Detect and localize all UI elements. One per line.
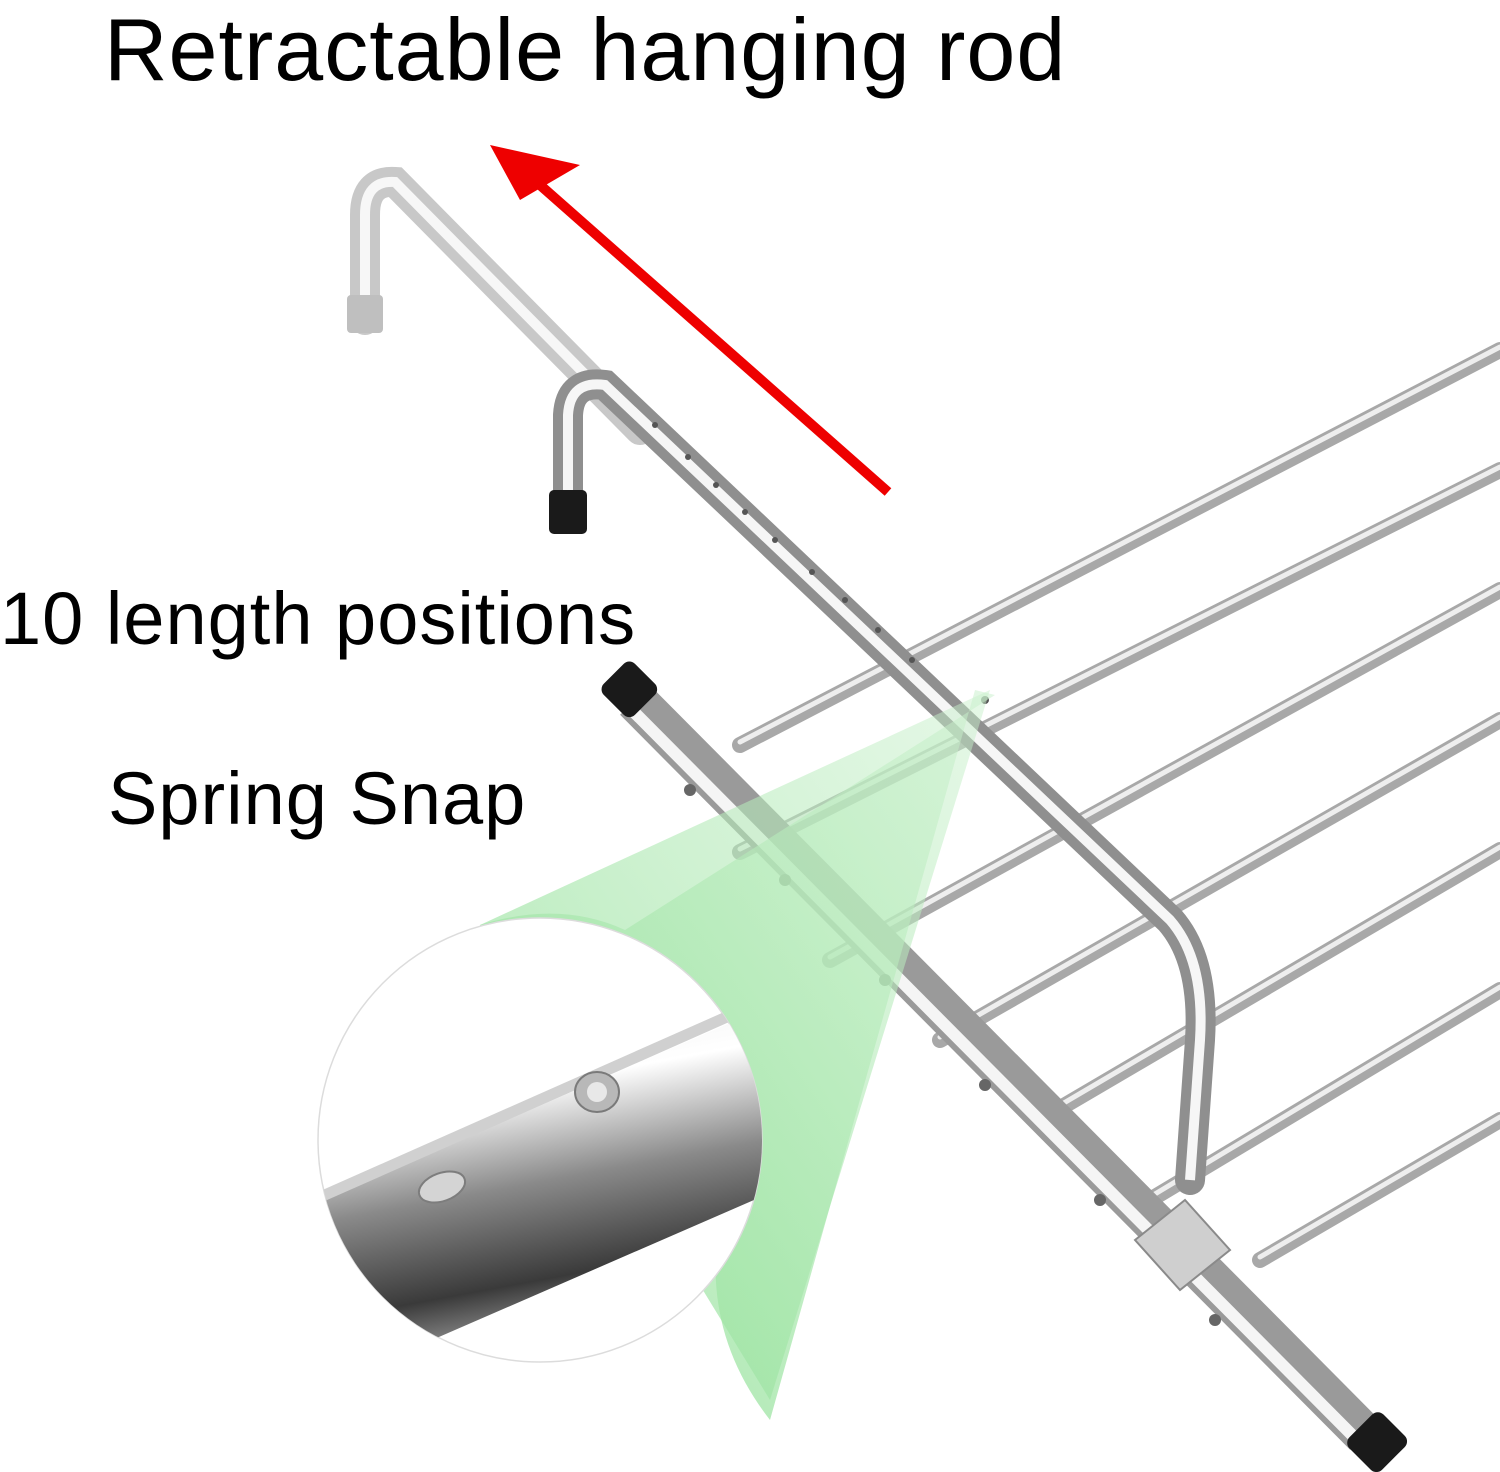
feature-title: Retractable hanging rod [104, 0, 1067, 99]
callout-length-positions: 10 length positions [0, 577, 637, 660]
spring-snap-zoom-inset [317, 917, 763, 1363]
callout-spring-snap: Spring Snap [108, 757, 527, 840]
rubber-cap-icon [549, 490, 587, 534]
extended-hook-ghost [347, 166, 655, 445]
hanging-rod-frame [549, 369, 1216, 1195]
extend-arrow-icon [490, 145, 892, 496]
